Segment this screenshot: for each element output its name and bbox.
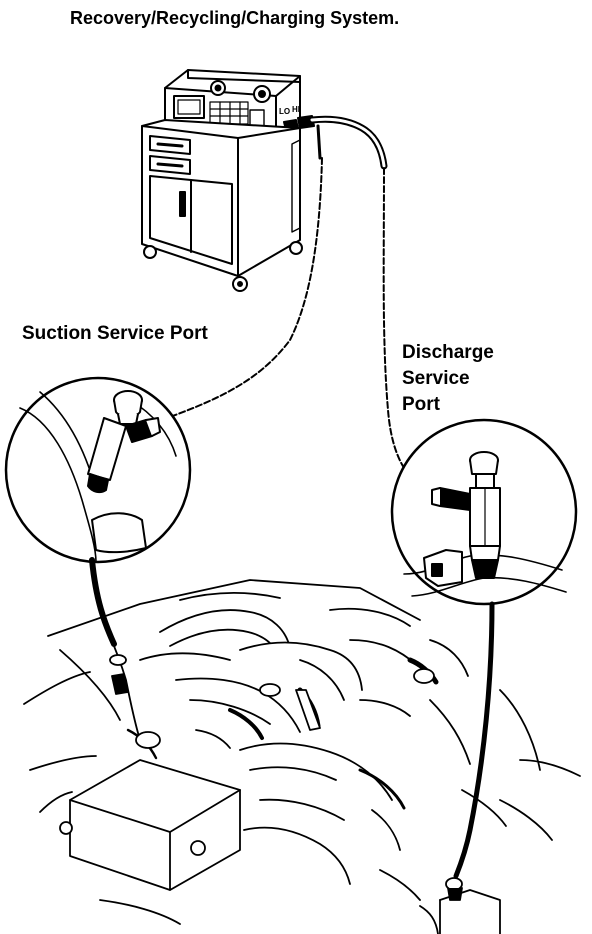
engine-battery [69, 759, 241, 891]
discharge-service-port-label: Discharge Service Port [402, 340, 494, 418]
discharge-hose [382, 167, 437, 493]
discharge-service-valve [423, 451, 501, 587]
machine-keypad [209, 101, 249, 125]
discharge-port-detail-circle [390, 418, 578, 879]
suction-hose [149, 157, 323, 425]
recovery-recycling-charging-machine: LO HI [141, 69, 388, 292]
suction-service-port-label: Suction Service Port [22, 323, 208, 344]
suction-leader-line [89, 557, 117, 647]
suction-service-valve [87, 390, 161, 494]
machine-wheel [143, 245, 157, 259]
diagram-title: Recovery/Recycling/Charging System. [70, 8, 400, 28]
suction-port-detail-circle [4, 376, 192, 647]
machine-hi-label: HI [292, 105, 300, 114]
machine-lo-label: LO [279, 107, 290, 116]
discharge-label-line-3: Port [402, 394, 440, 415]
service-hoses [149, 157, 437, 493]
discharge-label-line-2: Service [402, 368, 470, 389]
discharge-leader-line [453, 601, 495, 879]
engine-compartment [23, 579, 581, 934]
discharge-label-line-1: Discharge [402, 342, 494, 363]
